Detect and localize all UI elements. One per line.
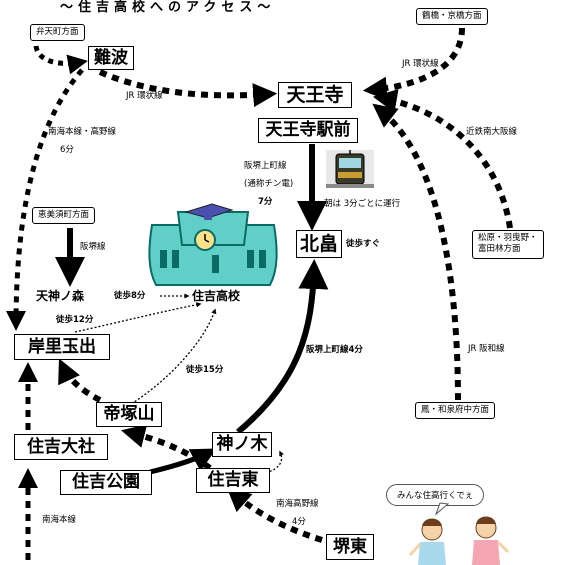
label-nankai-koya-2: 南海高野線	[276, 499, 319, 509]
label-jr-hanwa: JR 阪和線	[468, 344, 505, 354]
route-nankai-namba-kishinosato	[6, 68, 84, 331]
label-hankai-3: 7分	[258, 197, 273, 207]
station-tennoji: 天王寺	[278, 82, 352, 108]
station-sumiyoshi-higashi: 住吉東	[196, 468, 270, 493]
station-sumiyoshi-koen: 住吉公園	[60, 470, 152, 495]
speech-bubble: みんな住高行くでぇ	[386, 484, 485, 506]
label-uemachi-4: 阪堺上町線4分	[306, 345, 363, 355]
label-asa: 朝は 3分ごとに運行	[324, 199, 401, 209]
station-kishinosato: 岸里玉出	[14, 334, 110, 360]
route-kintetsu	[372, 89, 513, 229]
label-koya-time: 4分	[292, 517, 306, 527]
direction-ebisucho: 恵美須町方面	[32, 207, 96, 225]
label-jr-kanjo-left: JR 環状線	[126, 91, 163, 101]
page-title: ～住吉高校へのアクセス～	[60, 0, 276, 15]
direction-otori: 鳳・和泉府中方面	[415, 402, 496, 420]
route-tram-kaminoki-kitabatake	[236, 259, 329, 435]
label-nankai-koya-time: 6分	[60, 145, 74, 155]
direction-matsubara-line2: 富田林方面	[478, 244, 521, 255]
direction-matsubara-line1: 松原・羽曳野・	[478, 233, 538, 243]
station-namba: 難波	[88, 46, 134, 70]
route-benten-namba	[33, 45, 88, 75]
station-kitabatake: 北畠	[296, 230, 342, 258]
direction-matsubara: 松原・羽曳野・ 富田林方面	[472, 230, 544, 259]
label-jr-kanjo-right: JR 環状線	[402, 59, 439, 69]
label-walk-8: 徒歩8分	[114, 291, 146, 301]
route-tram-koen-kaminoki	[149, 448, 217, 475]
label-hankai-line: 阪堺線	[80, 242, 106, 252]
direction-tsuruhashi: 鶴橋・京橋方面	[416, 8, 488, 26]
label-walk-12: 徒歩12分	[56, 315, 94, 325]
walk-tezukayama-school	[127, 308, 217, 407]
route-koya-tezukayama-kishinosato	[58, 358, 102, 403]
station-school: 住吉高校	[192, 289, 241, 303]
label-nankai-koya: 南海本線・高野線	[48, 127, 117, 137]
route-koya-sakai-higashi	[226, 487, 323, 543]
label-walk-15: 徒歩15分	[186, 365, 224, 375]
route-jr-hanwa	[372, 103, 461, 401]
label-hankai-2: (通称チン電)	[244, 179, 294, 189]
label-walk-soon: 徒歩すぐ	[346, 239, 381, 249]
station-tenjinnomori: 天神ノ森	[36, 289, 85, 303]
label-nankai-honsen: 南海本線	[42, 515, 77, 525]
route-koya-higashi-tezukayama	[121, 424, 212, 471]
route-jr-tsuruhashi-tennoji	[362, 27, 465, 101]
direction-benten: 弁天町方面	[30, 24, 85, 42]
station-tennoji-ekimae: 天王寺駅前	[258, 118, 358, 143]
route-jr-namba-tennoji	[98, 69, 278, 108]
station-tezukayama: 帝塚山	[96, 402, 162, 427]
label-hankai-1: 阪堺上町線	[244, 161, 287, 171]
station-kaminoki: 神ノ木	[212, 432, 272, 457]
station-sakai-higashi: 堺東	[326, 534, 374, 560]
label-kintetsu: 近鉄南大阪線	[466, 127, 518, 137]
station-sumiyoshi-taisha: 住吉大社	[14, 434, 108, 460]
